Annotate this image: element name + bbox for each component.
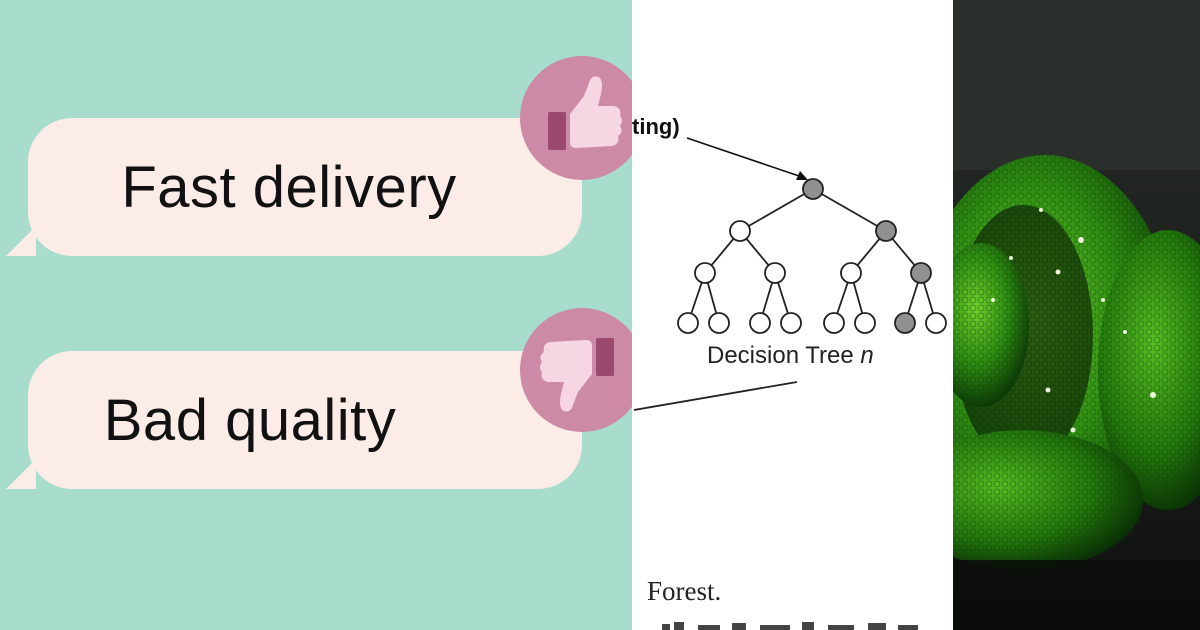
thumbs-down-badge bbox=[520, 308, 632, 432]
feedback-panel: Fast delivery Bad quality bbox=[0, 0, 632, 630]
bubble-text: Fast delivery bbox=[121, 154, 457, 220]
forest-text: Forest. bbox=[647, 576, 722, 606]
thumbs-up-badge bbox=[520, 56, 632, 180]
bubble-tail bbox=[6, 226, 36, 256]
decision-tree-figure: ting) Decision Tree n Forest. bbox=[632, 0, 953, 630]
tree-caption-variable: n bbox=[860, 342, 874, 369]
truncated-label: ting) bbox=[632, 114, 680, 139]
decision-tree-diagram bbox=[633, 137, 947, 411]
tree-caption-text: Decision Tree bbox=[707, 342, 854, 369]
bubble-text: Bad quality bbox=[103, 387, 397, 453]
chat-bubble-negative: Bad quality bbox=[6, 351, 582, 489]
cut-off-text-line bbox=[662, 622, 918, 630]
green-snake-image bbox=[953, 0, 1200, 630]
bubble-tail bbox=[6, 459, 36, 489]
thumbs-up-icon bbox=[548, 76, 622, 150]
thumbs-down-icon bbox=[540, 338, 614, 412]
tree-caption: Decision Tree n bbox=[707, 342, 874, 370]
chat-bubble-positive: Fast delivery bbox=[6, 118, 582, 256]
snake-photo bbox=[953, 0, 1200, 630]
